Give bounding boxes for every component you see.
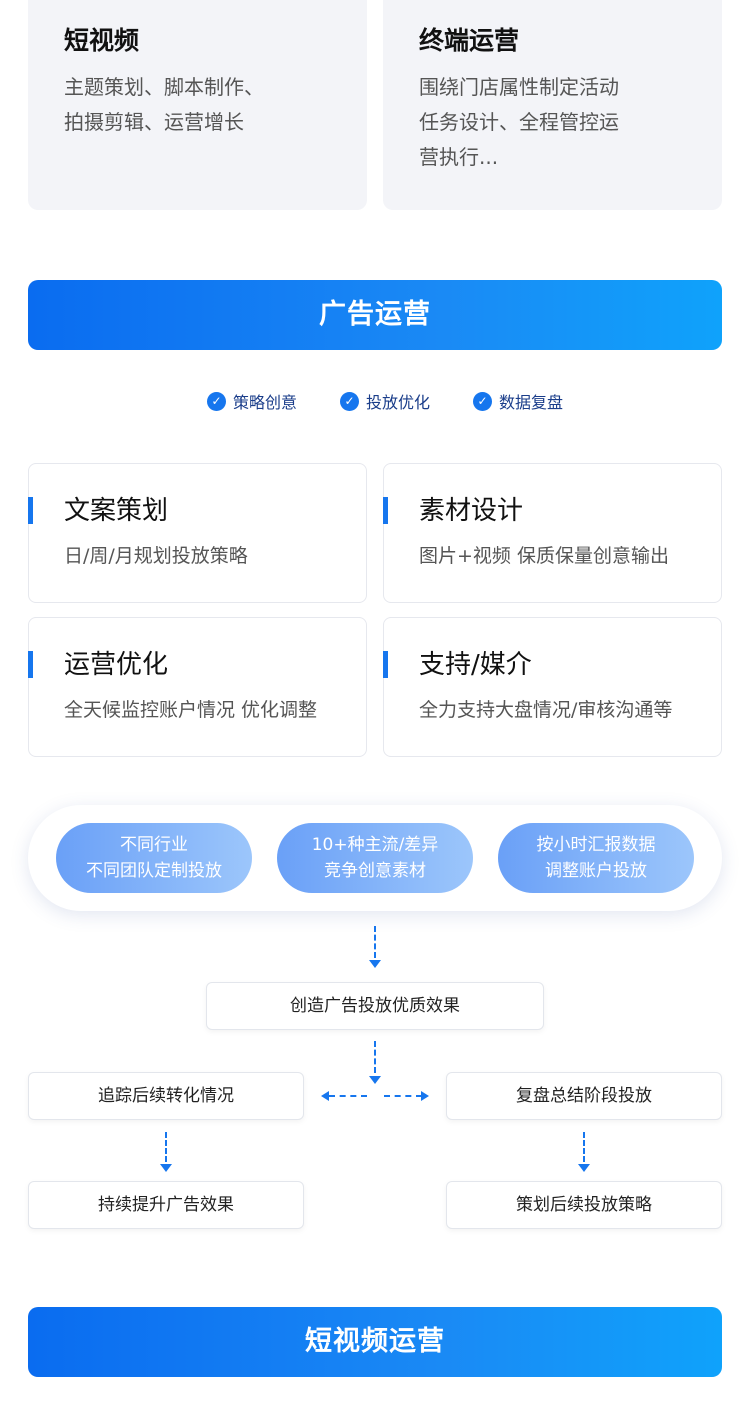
flow-box-left-bottom: 持续提升广告效果 xyxy=(28,1181,304,1229)
accent-bar xyxy=(383,497,388,524)
pill-line: 竞争创意素材 xyxy=(324,861,426,881)
top-card-terminal-ops: 终端运营 围绕门店属性制定活动 任务设计、全程管控运 营执行... xyxy=(383,0,722,210)
service-desc: 日/周/月规划投放策略 xyxy=(64,545,248,567)
accent-bar xyxy=(28,651,33,678)
pill-line: 不同行业 xyxy=(120,835,188,855)
check-label: 投放优化 xyxy=(366,393,431,412)
dashed-connector xyxy=(374,1041,376,1073)
service-card-material-design: 素材设计 图片+视频 保质保量创意输出 xyxy=(383,463,722,603)
check-circle-icon: ✓ xyxy=(340,391,359,411)
check-circle-icon: ✓ xyxy=(473,391,492,411)
ad-operations-banner: 广告运营 xyxy=(28,280,722,350)
highlights-panel: 不同行业 不同团队定制投放 10+种主流/差异 竞争创意素材 按小时汇报数据 调… xyxy=(28,805,722,911)
service-title: 运营优化 xyxy=(64,650,169,680)
service-card-copywriting: 文案策划 日/周/月规划投放策略 xyxy=(28,463,367,603)
flow-box-left-top: 追踪后续转化情况 xyxy=(28,1072,304,1120)
top-card-short-video: 短视频 主题策划、脚本制作、 拍摄剪辑、运营增长 xyxy=(28,0,367,210)
flow-box-center: 创造广告投放优质效果 xyxy=(206,982,544,1030)
dashed-connector xyxy=(583,1132,585,1162)
pill-line: 调整账户投放 xyxy=(545,861,647,881)
arrow-down-icon xyxy=(369,1076,381,1084)
pill-line: 不同团队定制投放 xyxy=(86,861,222,881)
check-label: 策略创意 xyxy=(233,393,298,412)
arrow-down-icon xyxy=(369,960,381,968)
top-card-desc-line: 任务设计、全程管控运 xyxy=(419,110,619,134)
service-desc: 全天候监控账户情况 优化调整 xyxy=(64,699,318,721)
top-card-desc-line: 主题策划、脚本制作、 xyxy=(64,75,264,99)
top-card-title: 终端运营 xyxy=(419,26,520,55)
service-title: 素材设计 xyxy=(419,496,524,526)
dashed-connector xyxy=(384,1095,422,1097)
feature-checks: ✓ 策略创意 ✓ 投放优化 ✓ 数据复盘 xyxy=(0,388,750,414)
short-video-operations-banner: 短视频运营 xyxy=(28,1307,722,1377)
accent-bar xyxy=(28,497,33,524)
arrow-right-icon xyxy=(421,1091,429,1101)
check-item: ✓ 投放优化 xyxy=(340,388,430,414)
pill-line: 按小时汇报数据 xyxy=(536,835,656,855)
top-card-desc-line: 围绕门店属性制定活动 xyxy=(419,75,619,99)
dashed-connector xyxy=(165,1132,167,1162)
top-card-title: 短视频 xyxy=(64,26,140,55)
check-circle-icon: ✓ xyxy=(207,391,226,411)
highlight-pill: 按小时汇报数据 调整账户投放 xyxy=(498,823,694,893)
arrow-left-icon xyxy=(321,1091,329,1101)
check-item: ✓ 数据复盘 xyxy=(473,388,563,414)
highlight-pill: 不同行业 不同团队定制投放 xyxy=(56,823,252,893)
service-title: 文案策划 xyxy=(64,496,169,526)
dashed-connector xyxy=(374,926,376,958)
service-desc: 图片+视频 保质保量创意输出 xyxy=(419,545,669,567)
top-card-desc-line: 拍摄剪辑、运营增长 xyxy=(64,110,244,134)
flow-box-right-top: 复盘总结阶段投放 xyxy=(446,1072,722,1120)
accent-bar xyxy=(383,651,388,678)
service-card-support-media: 支持/媒介 全力支持大盘情况/审核沟通等 xyxy=(383,617,722,757)
service-title: 支持/媒介 xyxy=(419,650,532,680)
arrow-down-icon xyxy=(160,1164,172,1172)
highlight-pill: 10+种主流/差异 竞争创意素材 xyxy=(277,823,473,893)
flow-box-right-bottom: 策划后续投放策略 xyxy=(446,1181,722,1229)
check-label: 数据复盘 xyxy=(499,393,564,412)
check-item: ✓ 策略创意 xyxy=(207,388,297,414)
service-desc: 全力支持大盘情况/审核沟通等 xyxy=(419,699,673,721)
dashed-connector xyxy=(329,1095,367,1097)
arrow-down-icon xyxy=(578,1164,590,1172)
pill-line: 10+种主流/差异 xyxy=(311,835,439,855)
top-card-desc-line: 营执行... xyxy=(419,145,499,169)
service-card-ops-optimization: 运营优化 全天候监控账户情况 优化调整 xyxy=(28,617,367,757)
